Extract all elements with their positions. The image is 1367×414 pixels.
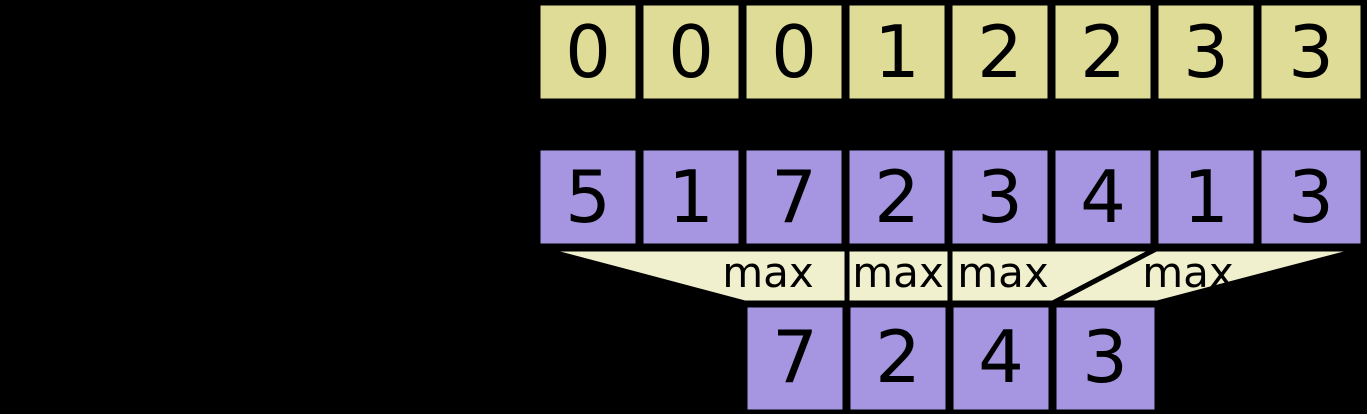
- pooled-output-row: 7 2 4 3: [742, 302, 1160, 414]
- index-cell: [1256, 0, 1366, 104]
- value-cell: [1256, 145, 1366, 249]
- output-cell-value: 2: [875, 315, 921, 399]
- pooling-group-label: max: [852, 248, 944, 297]
- index-cell-value: 3: [1288, 10, 1334, 94]
- segment-index-row: 0 0 0 1 2 2 3 3: [535, 0, 1366, 104]
- index-cell-value: 2: [1080, 10, 1126, 94]
- pooling-group-label: max: [1142, 248, 1234, 297]
- index-cell: [535, 0, 641, 104]
- index-cell: [844, 0, 950, 104]
- value-cell: [535, 145, 641, 249]
- index-cell-value: 2: [977, 10, 1023, 94]
- index-cell: [741, 0, 847, 104]
- output-cell: [742, 302, 848, 414]
- index-cell-value: 1: [874, 10, 920, 94]
- value-cell-value: 4: [1080, 155, 1126, 239]
- index-cell: [1153, 0, 1259, 104]
- pooling-group-label: max: [722, 248, 814, 297]
- value-cell-value: 5: [565, 155, 611, 239]
- value-cell: [1153, 145, 1259, 249]
- value-cell-value: 3: [1288, 155, 1334, 239]
- value-cell-value: 2: [874, 155, 920, 239]
- pooling-group-label: max: [957, 248, 1049, 297]
- output-cell: [1051, 302, 1160, 414]
- index-cell-value: 3: [1183, 10, 1229, 94]
- value-cell: [844, 145, 950, 249]
- output-cell-value: 3: [1082, 315, 1128, 399]
- index-cell-value: 0: [668, 10, 714, 94]
- value-cell: [947, 145, 1053, 249]
- index-cell: [638, 0, 744, 104]
- index-cell-value: 0: [565, 10, 611, 94]
- index-cell-value: 0: [771, 10, 817, 94]
- value-cell-value: 7: [771, 155, 817, 239]
- value-cell: [1050, 145, 1156, 249]
- input-value-row: 5 1 7 2 3 4 1 3: [535, 145, 1366, 249]
- output-cell-value: 7: [772, 315, 818, 399]
- value-cell: [741, 145, 847, 249]
- output-cell: [948, 302, 1054, 414]
- index-cell: [947, 0, 1053, 104]
- output-cell-value: 4: [978, 315, 1024, 399]
- value-cell: [638, 145, 744, 249]
- index-cell: [1050, 0, 1156, 104]
- pooling-band: max max max max: [540, 246, 1364, 306]
- value-cell-value: 1: [668, 155, 714, 239]
- value-cell-value: 1: [1183, 155, 1229, 239]
- output-cell: [845, 302, 951, 414]
- value-cell-value: 3: [977, 155, 1023, 239]
